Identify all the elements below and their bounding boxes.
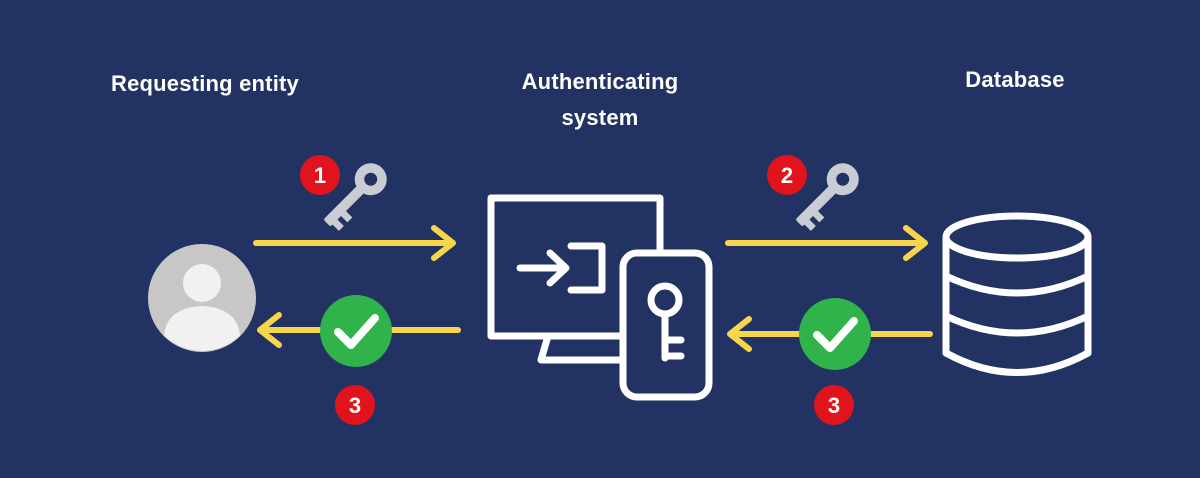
user-avatar-icon — [148, 244, 256, 352]
request-arrow-center-to-right — [725, 225, 928, 261]
check-circle-icon — [320, 295, 392, 367]
key-icon — [796, 163, 859, 231]
check-circle-icon — [799, 298, 871, 370]
authenticating-system-line2: system — [561, 105, 639, 130]
key-icon — [324, 163, 387, 231]
step-badge-3-right-text: 3 — [828, 393, 840, 418]
request-arrow-left-to-center — [253, 225, 456, 261]
requesting-entity-label: Requesting entity — [80, 66, 330, 102]
authenticating-system-label: Authenticating system — [470, 64, 730, 136]
authenticating-system-line1: Authenticating — [521, 69, 679, 94]
requesting-entity-text: Requesting entity — [111, 71, 299, 96]
step-badge-2: 2 — [767, 155, 807, 195]
phone-key-icon — [619, 249, 713, 401]
step-badge-2-text: 2 — [781, 163, 793, 188]
computer-login-icon — [487, 194, 664, 364]
step-badge-3-left: 3 — [335, 385, 375, 425]
database-text: Database — [965, 67, 1065, 92]
step-badge-1: 1 — [300, 155, 340, 195]
step-badge-3-left-text: 3 — [349, 393, 361, 418]
database-icon — [942, 212, 1092, 376]
step-badge-1-text: 1 — [314, 163, 326, 188]
database-label: Database — [900, 62, 1130, 98]
step-badge-3-right: 3 — [814, 385, 854, 425]
